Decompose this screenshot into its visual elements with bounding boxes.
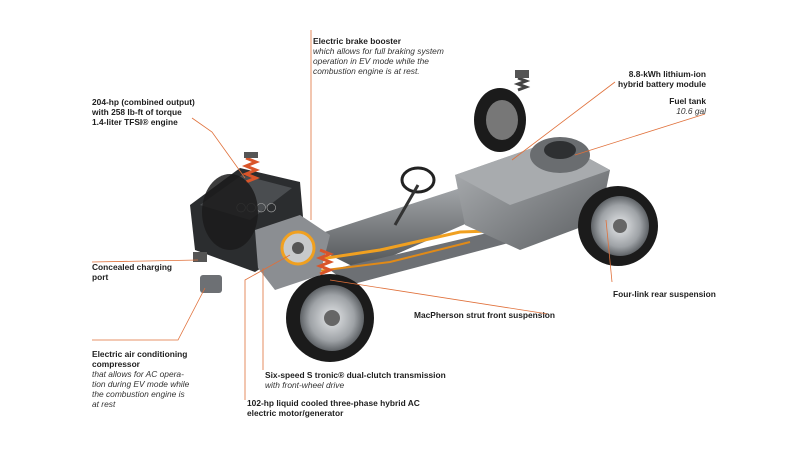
brake-booster-sub1: which allows for full braking system [313, 46, 444, 56]
brake-booster-title: Electric brake booster [313, 36, 401, 46]
charging-port-line1: Concealed charging [92, 262, 173, 272]
motor-label-line1: 102-hp liquid cooled three-phase hybrid … [247, 398, 420, 408]
fuel-tank-label: Fuel tank 10.6 gal [620, 96, 706, 116]
ac-compressor-title2: compressor [92, 359, 140, 369]
wheel-front-right [286, 274, 374, 362]
battery-label: 8.8-kWh lithium-ion hybrid battery modul… [580, 69, 706, 89]
wheel-rear-left [474, 88, 526, 152]
ac-compressor-sub3: the combustion engine is [92, 389, 185, 399]
motor-label-line2: electric motor/generator [247, 408, 344, 418]
ac-compressor-label: Electric air conditioning compressor tha… [92, 349, 189, 409]
transmission-sub: with front-wheel drive [265, 380, 345, 390]
ac-compressor [200, 275, 222, 293]
rear-strut [513, 70, 531, 92]
motor-label: 102-hp liquid cooled three-phase hybrid … [247, 398, 420, 418]
ac-compressor-sub1: that allows for AC opera- [92, 369, 184, 379]
rear-suspension-label: Four-link rear suspension [613, 289, 716, 299]
fuel-tank-title: Fuel tank [669, 96, 706, 106]
ac-compressor-sub2: tion during EV mode while [92, 379, 190, 389]
ac-compressor-title1: Electric air conditioning [92, 349, 188, 359]
front-suspension-label: MacPherson strut front suspension [414, 310, 555, 320]
battery-label-line1: 8.8-kWh lithium-ion [628, 69, 706, 79]
engine-label-line3: 1.4-liter TFSI® engine [92, 117, 178, 127]
ac-compressor-sub4: at rest [92, 399, 116, 409]
leader-motor [244, 254, 291, 400]
wheel-front-left [202, 174, 258, 250]
engine-label-line2: with 258 lb-ft of torque [92, 107, 182, 117]
charging-port [193, 252, 207, 262]
side-rail [330, 230, 520, 285]
brake-booster-label: Electric brake booster which allows for … [313, 36, 444, 76]
rear-suspension-title: Four-link rear suspension [613, 289, 716, 299]
engine-label-line1: 204-hp (combined output) [92, 97, 195, 107]
transmission-label: Six-speed S tronic® dual-clutch transmis… [265, 370, 446, 390]
wheel-rear-right [578, 186, 658, 266]
leader-battery [511, 81, 616, 161]
charging-port-line2: port [92, 272, 109, 282]
front-strut-right [315, 248, 335, 276]
leader-lines [91, 30, 706, 400]
front-strut-left [241, 152, 261, 184]
transmission-title: Six-speed S tronic® dual-clutch transmis… [265, 370, 446, 380]
charging-port-label: Concealed charging port [92, 262, 172, 282]
battery-label-line2: hybrid battery module [618, 79, 706, 89]
steering-wheel [400, 166, 436, 194]
front-suspension-title: MacPherson strut front suspension [414, 310, 555, 320]
hv-cable-2 [309, 241, 471, 273]
leader-rear-susp [605, 219, 613, 283]
brake-booster-sub3: combustion engine is at rest. [313, 66, 420, 76]
leader-ac [92, 287, 206, 341]
leader-front-susp [329, 279, 549, 315]
leader-fuel [574, 113, 706, 156]
leader-engine [191, 117, 246, 179]
leader-charging [91, 259, 199, 263]
fuel-tank-capacity: 10.6 gal [676, 106, 706, 116]
engine-label: 204-hp (combined output) with 258 lb-ft … [92, 97, 195, 127]
brake-booster-sub2: operation in EV mode while the [313, 56, 429, 66]
